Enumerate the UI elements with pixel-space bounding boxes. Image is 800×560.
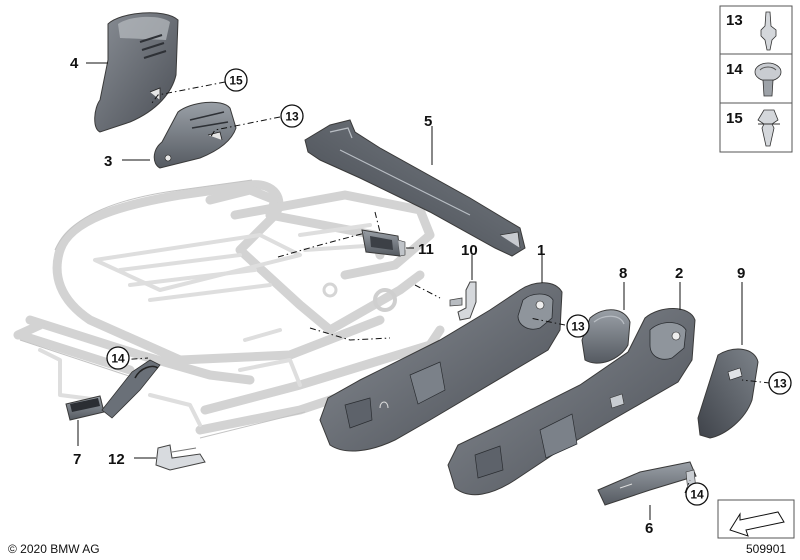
part-2-side-trim (447, 308, 696, 496)
label-9: 9 (737, 265, 745, 282)
part-10-clip (449, 281, 477, 321)
callout-15: 15 (229, 74, 243, 88)
label-2: 2 (675, 265, 683, 282)
label-5: 5 (424, 113, 432, 130)
arrow-icon (729, 511, 785, 537)
label-1: 1 (537, 242, 545, 259)
part-5-crossmember (304, 119, 526, 257)
callout-13-c: 13 (773, 377, 787, 391)
view-direction-box (717, 499, 795, 539)
part-4-cover (94, 12, 179, 133)
legend-15: 15 (726, 110, 743, 127)
part-3-bracket (153, 101, 237, 169)
label-4: 4 (70, 55, 79, 72)
legend-14: 14 (726, 61, 743, 78)
label-6: 6 (645, 520, 653, 537)
copyright: © 2020 BMW AG (8, 542, 100, 556)
fastener-legend: 13 14 15 (719, 5, 793, 153)
part-9-cover (697, 348, 759, 439)
part-labels: 4 3 5 11 10 1 8 2 9 7 12 6 (70, 55, 745, 537)
part-8-cap (581, 309, 631, 364)
callout-14-a: 14 (111, 352, 125, 366)
label-7: 7 (73, 451, 81, 468)
part-7-handle (65, 359, 161, 421)
part-12-clip (155, 444, 206, 471)
label-8: 8 (619, 265, 627, 282)
rivet-icon-14 (754, 62, 782, 97)
callouts: 15 13 14 13 13 14 (106, 68, 792, 506)
clip-icon-13 (760, 11, 777, 51)
label-12: 12 (108, 451, 125, 468)
leader-lines (77, 62, 771, 520)
clip-icon-15 (757, 109, 780, 147)
callout-14-b: 14 (690, 488, 704, 502)
part-6-lever (597, 461, 697, 506)
label-10: 10 (461, 242, 478, 259)
drawing-number: 509901 (746, 542, 786, 556)
legend-13: 13 (726, 12, 743, 29)
part-11-module (361, 229, 406, 257)
label-3: 3 (104, 153, 112, 170)
part-1-side-trim (319, 282, 563, 452)
callout-13-a: 13 (285, 110, 299, 124)
callout-13-b: 13 (571, 320, 585, 334)
label-11: 11 (418, 241, 434, 258)
